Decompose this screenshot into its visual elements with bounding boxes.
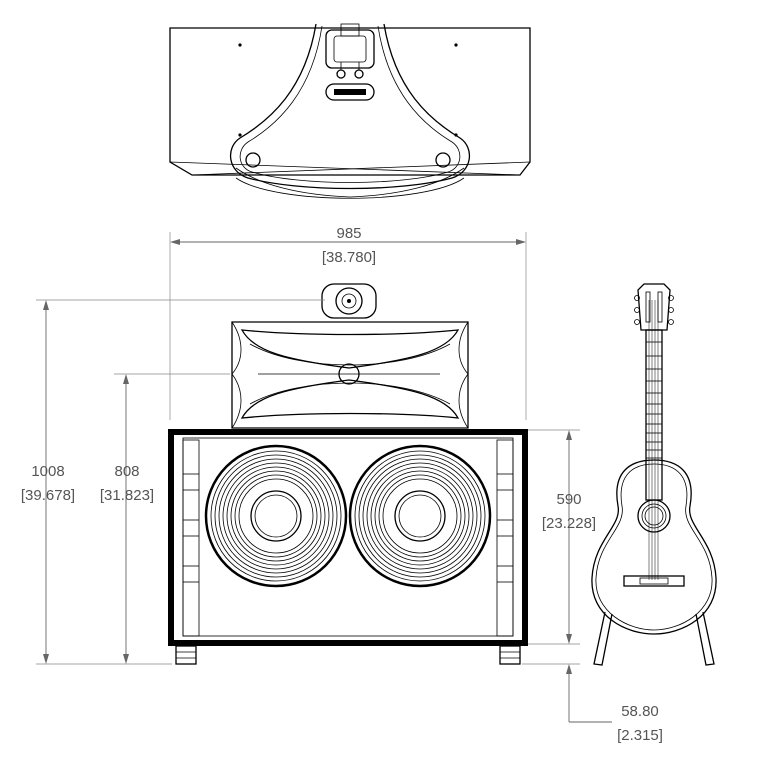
horn-height-mm-label: 808 (114, 463, 139, 480)
dimension-lines (36, 232, 612, 723)
total-height-mm-label: 1008 (31, 463, 64, 480)
top-view (169, 23, 531, 199)
cabinet-height-inch-label: [23.228] (542, 515, 596, 532)
horn-height-inch-label: [31.823] (100, 487, 154, 504)
total-height-inch-label: [39.678] (21, 487, 75, 504)
left-woofer (204, 444, 348, 588)
cabinet-height-mm-label: 590 (556, 491, 581, 508)
guitar-scale-reference (591, 283, 717, 666)
width-inch-label: [38.780] (322, 249, 376, 266)
foot-height-inch-label: [2.315] (617, 727, 663, 744)
right-woofer (348, 444, 492, 588)
width-mm-label: 985 (336, 225, 361, 242)
front-view (168, 283, 528, 665)
foot-height-mm-label: 58.80 (621, 703, 659, 720)
